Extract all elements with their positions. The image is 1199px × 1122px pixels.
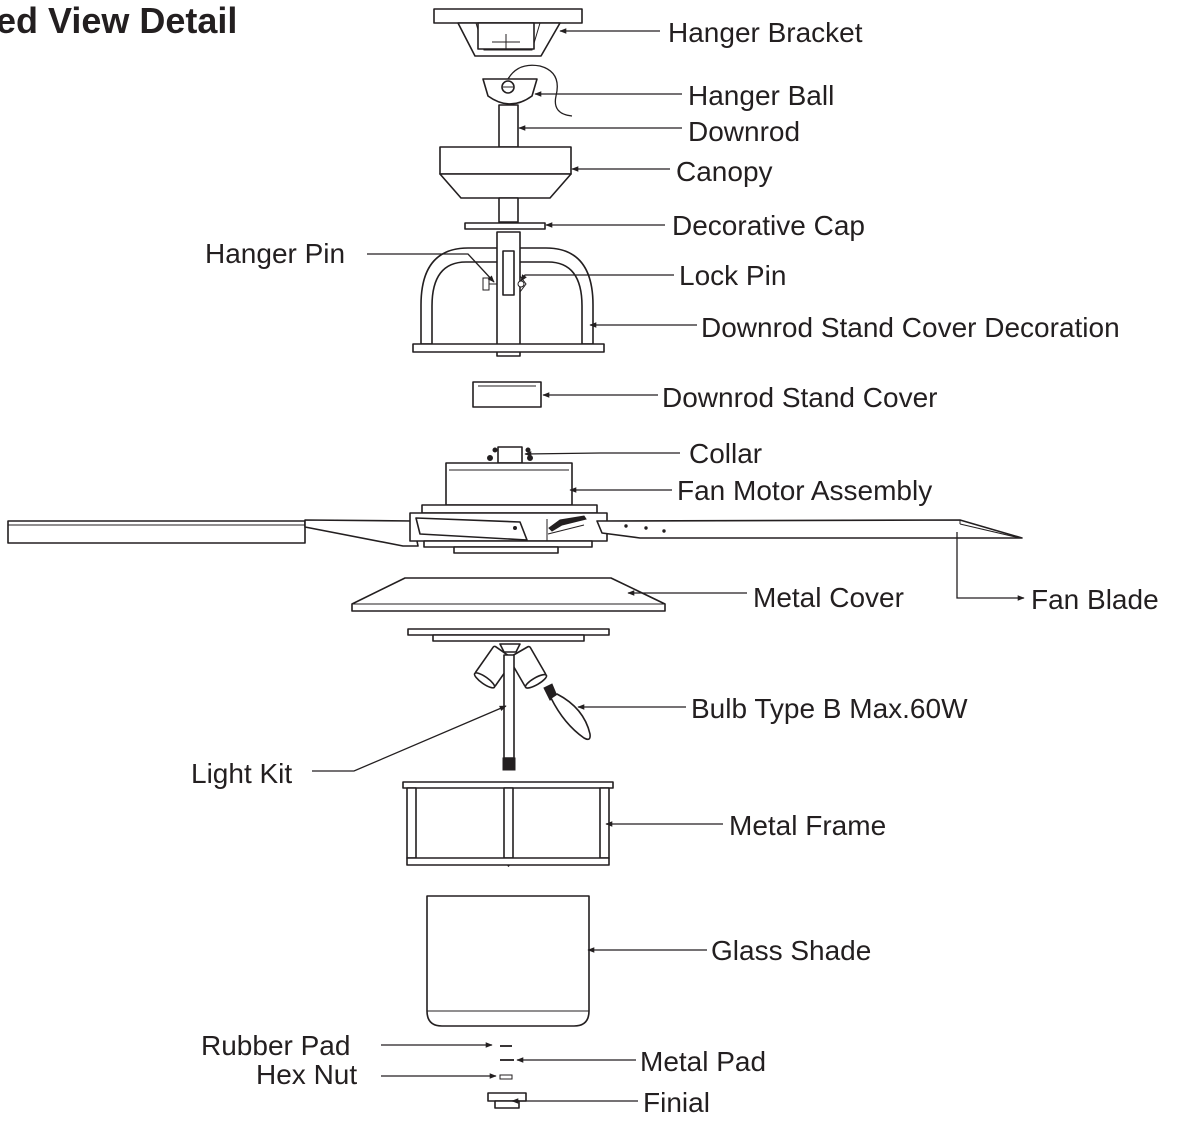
hex-nut-part <box>499 1074 513 1080</box>
label-fan-blade: Fan Blade <box>1031 584 1159 615</box>
label-downrod: Downrod <box>688 116 800 147</box>
label-glass-shade: Glass Shade <box>711 935 871 966</box>
fan-blade-left-part <box>7 519 419 547</box>
label-hanger-pin: Hanger Pin <box>205 238 345 269</box>
label-finial: Finial <box>643 1087 710 1118</box>
hanger-ball-part <box>482 64 573 117</box>
glass-shade-part <box>426 895 590 1027</box>
label-hanger-bracket: Hanger Bracket <box>668 17 863 48</box>
label-bulb: Bulb Type B Max.60W <box>691 693 968 724</box>
downrod-part <box>498 104 519 148</box>
label-hex-nut: Hex Nut <box>256 1059 357 1090</box>
label-metal-frame: Metal Frame <box>729 810 886 841</box>
downrod-stand-cover-part <box>472 381 542 408</box>
canopy-part <box>439 146 572 223</box>
label-collar: Collar <box>689 438 762 469</box>
finial-part <box>487 1092 527 1109</box>
fan-blade-right-part <box>596 519 1023 539</box>
label-light-kit: Light Kit <box>191 758 292 789</box>
label-lock-pin: Lock Pin <box>679 260 786 291</box>
label-hanger-ball: Hanger Ball <box>688 80 834 111</box>
fan-motor-assembly-part <box>409 462 608 554</box>
label-metal-cover: Metal Cover <box>753 582 904 613</box>
collar-part <box>487 446 533 464</box>
decorative-cap-part <box>464 222 546 230</box>
downrod-stand-cover-decoration-part <box>412 231 605 357</box>
hanger-bracket-part <box>433 8 583 57</box>
diagram-title: ed View Detail <box>0 0 237 41</box>
label-canopy: Canopy <box>676 156 773 187</box>
label-downrod-stand-cover-decoration: Downrod Stand Cover Decoration <box>701 312 1120 343</box>
label-rubber-pad: Rubber Pad <box>201 1030 350 1061</box>
label-decorative-cap: Decorative Cap <box>672 210 865 241</box>
bulb-part <box>543 683 591 741</box>
label-downrod-stand-cover: Downrod Stand Cover <box>662 382 937 413</box>
metal-frame-part <box>402 781 614 867</box>
label-metal-pad: Metal Pad <box>640 1046 766 1077</box>
metal-cover-part <box>351 577 666 612</box>
label-fan-motor-assembly: Fan Motor Assembly <box>677 475 932 506</box>
leader-lines <box>312 28 1025 1104</box>
light-kit-part <box>407 628 610 771</box>
